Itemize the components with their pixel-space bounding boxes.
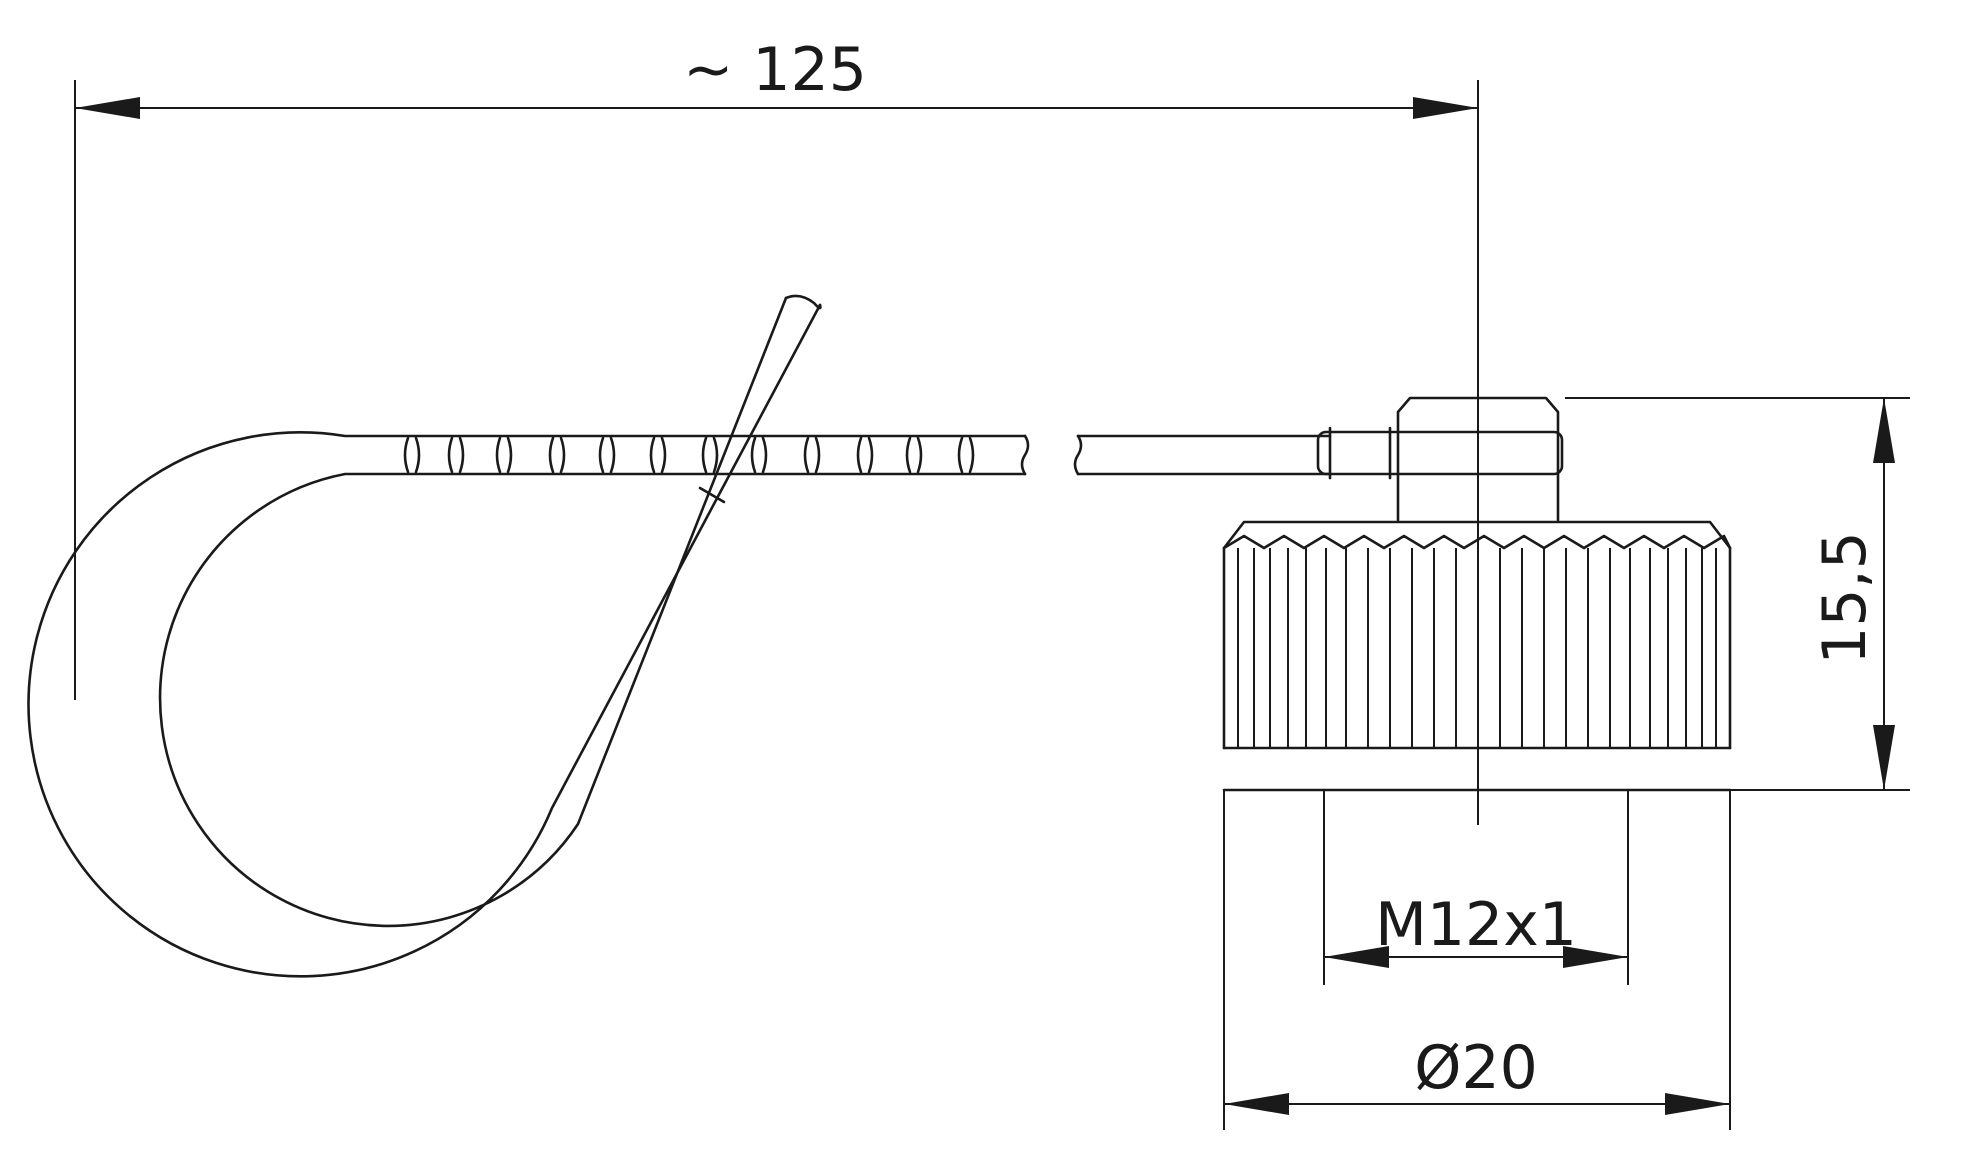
- diameter-value: 20: [1461, 1033, 1537, 1103]
- strap: [27, 294, 1332, 978]
- height-dimension: 15,5: [1565, 397, 1910, 791]
- knurl-ridges: [1237, 548, 1717, 748]
- arrowhead-thread-right: [1563, 946, 1628, 968]
- diameter-label: Ø20: [1414, 1033, 1538, 1103]
- thread-dimension: M12x1: [1323, 790, 1629, 985]
- diameter-symbol: Ø: [1414, 1033, 1461, 1103]
- length-dimension: ~ 125: [74, 35, 1479, 700]
- length-label: ~ 125: [683, 35, 867, 105]
- arrowhead-left: [75, 97, 140, 119]
- diameter-dimension: Ø20: [1223, 790, 1731, 1130]
- arrowhead-bottom: [1873, 725, 1895, 790]
- strap-ribs: [403, 436, 975, 474]
- cap: [1222, 396, 1732, 825]
- arrowhead-right: [1413, 97, 1478, 119]
- arrowhead-diameter-right: [1665, 1093, 1730, 1115]
- arrowhead-top: [1873, 398, 1895, 463]
- arrowhead-diameter-left: [1224, 1093, 1289, 1115]
- height-label: 15,5: [1810, 531, 1880, 665]
- arrowhead-thread-left: [1324, 946, 1389, 968]
- thread-label: M12x1: [1375, 890, 1577, 960]
